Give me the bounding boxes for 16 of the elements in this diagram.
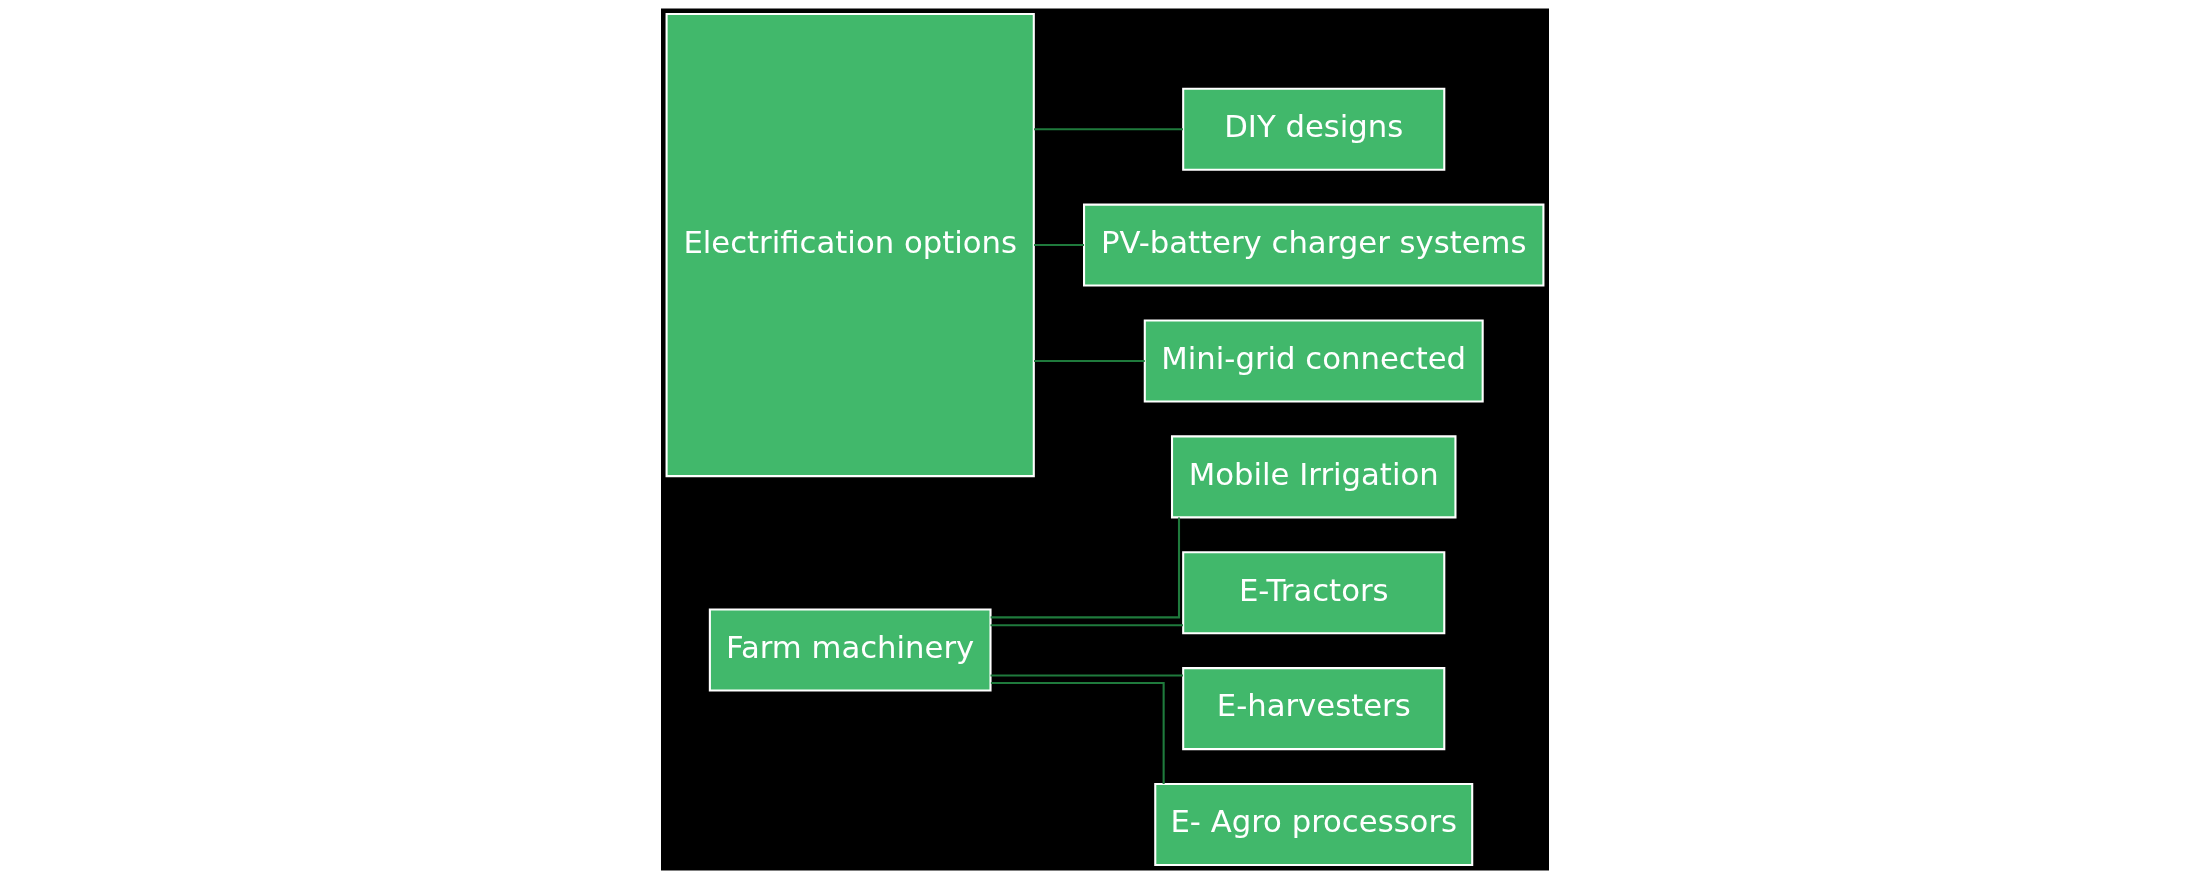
node-box: Mobile Irrigation xyxy=(1170,435,1457,519)
node-box: E-harvesters xyxy=(1182,667,1446,751)
connector xyxy=(1034,244,1084,247)
connector xyxy=(1034,128,1183,131)
connector xyxy=(990,624,1183,627)
node-box: PV-battery charger systems xyxy=(1083,203,1545,287)
node-box: Mini-grid connected xyxy=(1143,319,1484,403)
node-box: E- Agro processors xyxy=(1154,782,1474,867)
connector xyxy=(1034,359,1145,362)
connector xyxy=(990,674,1183,677)
node-box: DIY designs xyxy=(1182,87,1446,171)
connector xyxy=(990,517,1181,619)
node-box: E-Tractors xyxy=(1182,551,1446,635)
connector xyxy=(990,682,1165,784)
node-box: Farm machinery xyxy=(708,608,992,692)
node-box: Electrification options xyxy=(665,12,1035,478)
